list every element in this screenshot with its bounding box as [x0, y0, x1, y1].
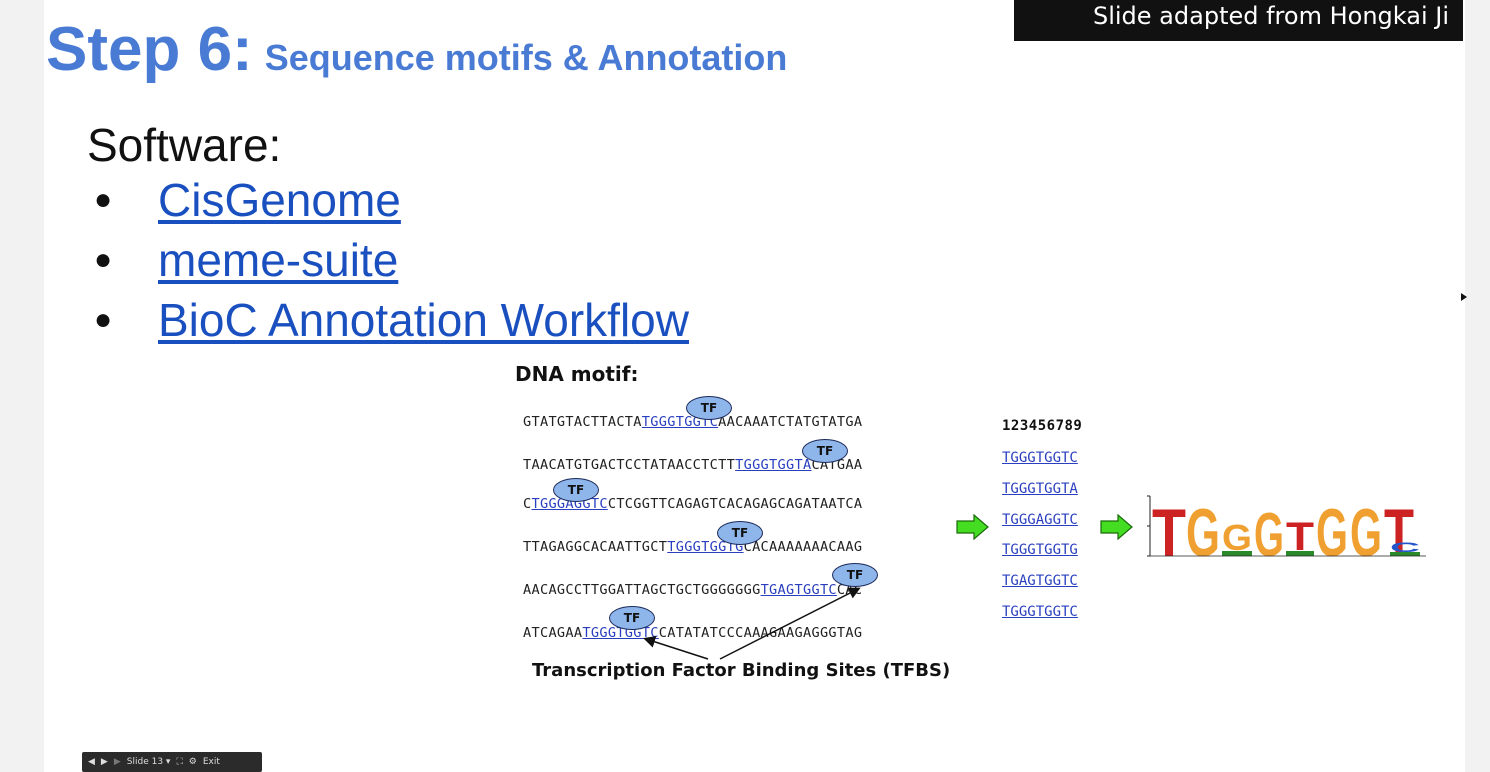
aligned-site: TGGGAGGTC	[1002, 512, 1078, 528]
svg-text:G: G	[1186, 495, 1220, 571]
list-item: ● BioC Annotation Workflow	[94, 290, 689, 350]
aligned-site: TGGGTGGTA	[1002, 481, 1078, 497]
bullet: ●	[94, 303, 113, 336]
dna-sequence: CTGGGAGGTCCTCGGTTCAGAGTCACAGAGCAGATAATCA	[523, 496, 862, 512]
svg-text:T: T	[1384, 495, 1414, 571]
slide-credit: Slide adapted from Hongkai Ji	[1014, 0, 1463, 41]
tf-oval: TF	[802, 439, 848, 463]
dna-motif-title: DNA motif:	[515, 362, 639, 386]
bullet: ●	[94, 183, 113, 216]
slide-canvas	[44, 0, 1465, 772]
position-header: 123456789	[1002, 418, 1083, 434]
seq-prefix: GTATGTACTTACTA	[523, 414, 642, 430]
player-controls: ◀ ▶ ▶ Slide 13 ▾ ⛶ ⚙ Exit	[82, 752, 262, 772]
svg-text:G: G	[1254, 501, 1284, 570]
cursor-icon	[1461, 293, 1467, 301]
seq-prefix: TTAGAGGCACAATTGCT	[523, 539, 668, 555]
list-item: ● meme-suite	[94, 230, 689, 290]
previous-icon[interactable]: ◀	[88, 757, 95, 767]
right-arrow-icon	[1100, 514, 1133, 540]
slide-title: Step 6: Sequence motifs & Annotation	[46, 14, 787, 85]
seq-prefix: ATCAGAA	[523, 625, 583, 641]
seq-prefix: AACAGCCTTGGATTAGCTGCTGGGGGGG	[523, 582, 761, 598]
title-step: Step 6:	[46, 15, 253, 84]
title-subtitle: Sequence motifs & Annotation	[264, 37, 788, 78]
next-icon[interactable]: ▶	[113, 757, 121, 767]
binding-site: TGAGTGGTC	[760, 582, 837, 598]
arrow-line	[719, 587, 861, 660]
tf-oval: TF	[609, 606, 655, 630]
tf-oval: TF	[717, 521, 763, 545]
dna-sequence: ATCAGAATGGGTGGTCCATATATCCCAAAGAAGAGGGTAG	[523, 625, 862, 641]
exit-button[interactable]: Exit	[202, 757, 220, 767]
arrow-line	[643, 636, 709, 660]
svg-text:G: G	[1350, 495, 1382, 571]
slide-label: Slide 13	[126, 757, 164, 767]
seq-suffix: CATATATCCCAAAGAAGAGGGTAG	[658, 625, 863, 641]
dna-sequence: TTAGAGGCACAATTGCTTGGGTGGTGCACAAAAAAACAAG	[523, 539, 862, 555]
dna-sequence: TAACATGTGACTCCTATAACCTCTTTGGGTGGTACATGAA	[523, 457, 862, 473]
aligned-site: TGGGTGGTC	[1002, 450, 1078, 466]
seq-suffix: CACAAAAAAACAAG	[743, 539, 863, 555]
aligned-site: TGAGTGGTC	[1002, 573, 1078, 589]
svg-text:T: T	[1152, 495, 1186, 571]
bioc-annotation-link[interactable]: BioC Annotation Workflow	[158, 294, 689, 346]
tf-oval: TF	[553, 478, 599, 502]
play-icon[interactable]: ▶	[100, 757, 108, 767]
slide-selector[interactable]: Slide 13 ▾	[126, 757, 171, 767]
software-list: ● CisGenome ● meme-suite ● BioC Annotati…	[94, 170, 689, 350]
right-arrow-icon	[956, 514, 989, 540]
bullet: ●	[94, 243, 113, 276]
list-item: ● CisGenome	[94, 170, 689, 230]
seq-suffix: CTCGGTTCAGAGTCACAGAGCAGATAATCA	[607, 496, 863, 512]
tfbs-pointer-arrows	[643, 587, 861, 660]
aligned-site: TGGGTGGTC	[1002, 604, 1078, 620]
svg-text:C: C	[1390, 539, 1420, 555]
cisgenome-link[interactable]: CisGenome	[158, 174, 401, 226]
sequence-logo-image: T G G G T G G T C	[1147, 495, 1426, 571]
seq-suffix: AACAAATCTATGTATGA	[718, 414, 863, 430]
tf-oval: TF	[832, 563, 878, 587]
software-label: Software:	[87, 119, 282, 171]
tf-oval: TF	[686, 396, 732, 420]
tfbs-label: Transcription Factor Binding Sites (TFBS…	[532, 660, 951, 681]
fullscreen-icon[interactable]: ⛶	[176, 757, 183, 767]
seq-prefix: TAACATGTGACTCCTATAACCTCTT	[523, 457, 736, 473]
gear-icon[interactable]: ⚙	[188, 757, 197, 767]
binding-site: TGGGTGGTG	[667, 539, 744, 555]
svg-text:G: G	[1316, 495, 1348, 571]
binding-site: TGGGTGGTA	[735, 457, 812, 473]
aligned-site: TGGGTGGTG	[1002, 542, 1078, 558]
meme-suite-link[interactable]: meme-suite	[158, 234, 399, 286]
seq-prefix: C	[523, 496, 532, 512]
